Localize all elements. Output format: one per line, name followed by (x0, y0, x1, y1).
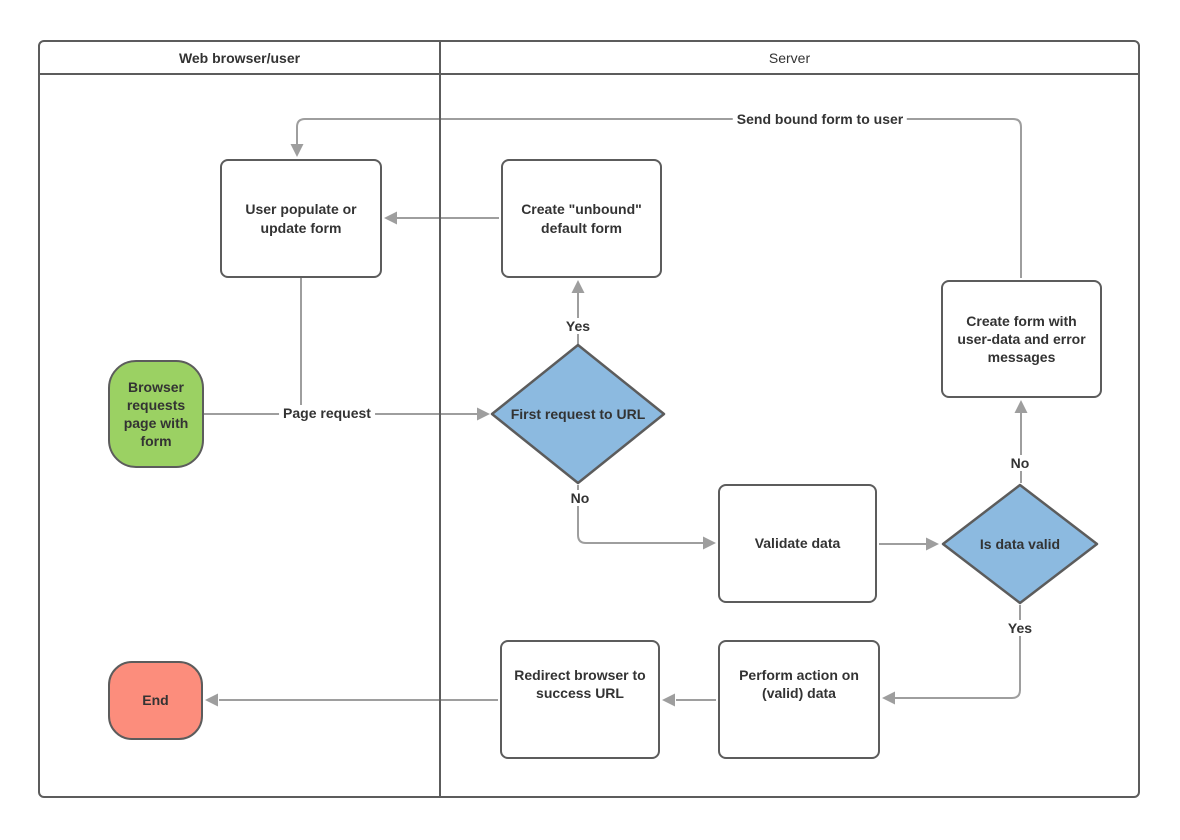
node-end: End (108, 661, 203, 740)
arrowhead-no-valid (1014, 400, 1028, 413)
edge-label-yes-first: Yes (561, 318, 595, 334)
edge-no-first (577, 485, 704, 544)
node-validate-data: Validate data (718, 484, 877, 603)
lane-header-separator (40, 73, 1138, 75)
arrowhead-send-bound (290, 144, 304, 157)
lane-title-server: Server (768, 49, 811, 66)
edge-label-no-valid: No (1006, 455, 1034, 471)
arrowhead-perform-to-redirect (662, 693, 675, 707)
edge-label-send-bound: Send bound form to user (732, 111, 908, 127)
node-create-bound-form: Create form with user-data and error mes… (941, 280, 1102, 398)
arrowhead-no-first (703, 536, 716, 550)
decision-is-data-valid-label: Is data valid (979, 535, 1061, 552)
swimlane-frame: Web browser/user Server (38, 40, 1140, 798)
edge-label-page-request: Page request (279, 405, 375, 421)
node-create-unbound-form: Create "unbound" default form (501, 159, 662, 278)
node-start-browser-requests: Browser requests page with form (108, 360, 204, 468)
decision-first-request-label: First request to URL (510, 405, 646, 422)
arrowhead-yes-first (571, 280, 585, 293)
lane-divider (439, 42, 441, 796)
decision-first-request (490, 343, 666, 485)
lane-title-web-browser-user: Web browser/user (178, 49, 301, 66)
arrowhead-unbound-to-user (384, 211, 397, 225)
node-redirect-browser: Redirect browser to success URL (500, 640, 660, 759)
node-perform-action: Perform action on (valid) data (718, 640, 880, 759)
edge-yes-valid (894, 605, 1021, 699)
node-user-populate-form: User populate or update form (220, 159, 382, 278)
arrowhead-yes-valid (882, 691, 895, 705)
arrowhead-validate-to-valid (926, 537, 939, 551)
decision-is-data-valid (941, 483, 1099, 605)
edge-label-no-first: No (566, 490, 594, 506)
arrowhead-page-request (477, 407, 490, 421)
edge-label-yes-valid: Yes (1003, 620, 1037, 636)
arrowhead-redirect-to-end (205, 693, 218, 707)
edge-send-bound (296, 118, 1022, 278)
